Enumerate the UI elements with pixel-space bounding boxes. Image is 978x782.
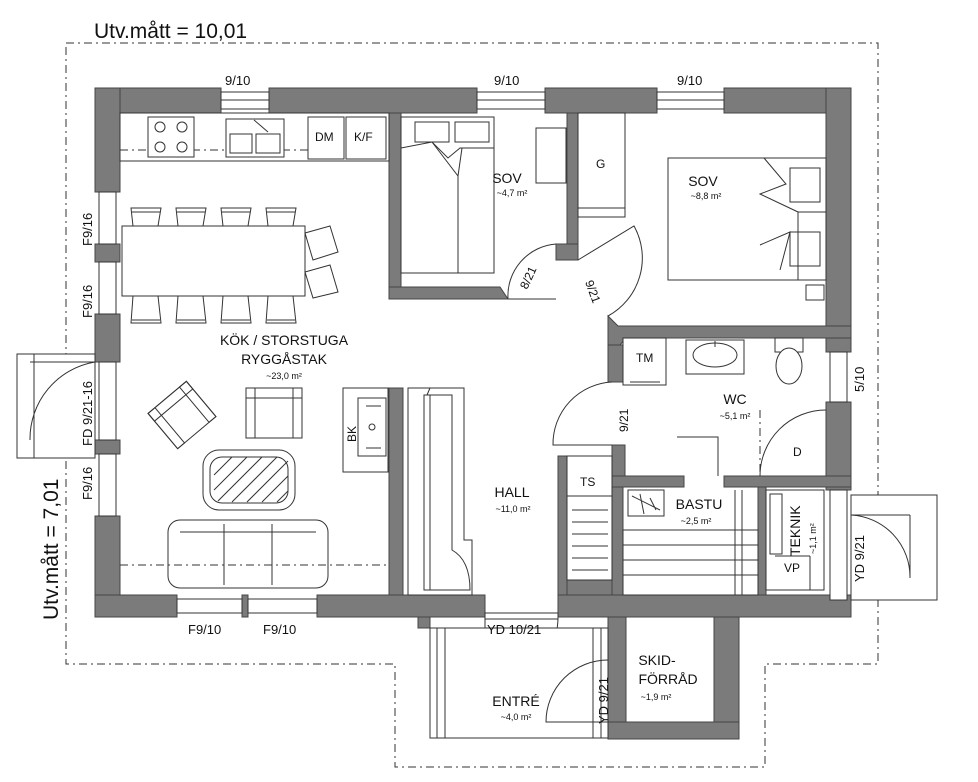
- bedroom-small-name: SOV: [492, 170, 522, 186]
- entrance-name: ENTRÉ: [492, 693, 539, 709]
- entrance-area: ~4,0 m²: [501, 712, 532, 722]
- shower-label: D: [793, 445, 802, 459]
- fridge-label: K/F: [354, 130, 373, 144]
- sauna-name: BASTU: [676, 496, 723, 512]
- exterior-walls: [94, 87, 852, 740]
- entrance: [429, 612, 609, 739]
- window-labels: 9/10 9/10 9/10 F9/16 F9/16 F9/16 F9/10 F…: [80, 73, 867, 637]
- window-label-bottom-left: F9/10: [188, 622, 221, 637]
- heat-pump-label: VP: [784, 561, 800, 575]
- living-furniture: [120, 380, 389, 589]
- window-label-top-middle: 9/10: [494, 73, 519, 88]
- window-label-left-lower: F9/16: [80, 467, 95, 500]
- wardrobe-label: G: [596, 157, 605, 171]
- bed-large: [577, 112, 827, 301]
- door-label-bedroom-small: 8/21: [517, 264, 540, 291]
- wc-name: WC: [723, 391, 746, 407]
- fixture-labels: DM K/F G TM D TS BK VP: [315, 130, 802, 575]
- sauna-benches: [622, 489, 759, 596]
- coffee-table: [202, 449, 296, 511]
- door-label-ski-storage: YD 9/21: [596, 677, 611, 724]
- kitchen-counter: [119, 112, 390, 162]
- kitchen-name-line2: RYGGÅSTAK: [241, 351, 328, 367]
- window-label-top-right: 9/10: [677, 73, 702, 88]
- toilet-icon: [774, 337, 804, 385]
- fireplace-label: BK: [345, 426, 359, 442]
- stove-icon: [147, 116, 195, 158]
- dishwasher-label: DM: [315, 130, 334, 144]
- door-label-technical: YD 9/21: [852, 535, 867, 582]
- sauna-area: ~2,5 m²: [681, 516, 712, 526]
- kitchen-name-line1: KÖK / STORSTUGA: [220, 331, 349, 348]
- outline-dashed: [65, 42, 879, 768]
- door-label-front: YD 10/21: [487, 622, 541, 637]
- technical-name: TEKNIK: [787, 505, 803, 556]
- bedroom-large-name: SOV: [688, 173, 718, 189]
- door-label-bedroom-large: 9/21: [582, 278, 603, 305]
- door-label-patio: FD 9/21-16: [80, 381, 95, 446]
- dining-set: [121, 207, 339, 324]
- dimension-labels: Utv.mått = 10,01 Utv.mått = 7,01: [40, 20, 247, 620]
- sink-icon: [225, 118, 285, 158]
- width-dimension-label: Utv.mått = 10,01: [94, 20, 247, 43]
- bedroom-small-area: ~4,7 m²: [497, 188, 528, 198]
- armchair-icon: [245, 387, 303, 439]
- room-labels: KÖK / STORSTUGA RYGGÅSTAK ~23,0 m² SOV ~…: [220, 170, 818, 722]
- towel-label: TM: [636, 351, 653, 365]
- patio-door: [16, 353, 117, 459]
- bed-small: [400, 116, 567, 274]
- door-label-wc: 9/21: [617, 408, 631, 432]
- window-label-top-left: 9/10: [225, 73, 250, 88]
- bedroom-large-area: ~8,8 m²: [691, 191, 722, 201]
- chair-icon: [130, 207, 339, 324]
- wc-fixtures: [622, 337, 804, 386]
- sofa-icon: [167, 519, 329, 589]
- windows: [98, 91, 848, 614]
- hall-name: HALL: [494, 484, 529, 500]
- wc-area: ~5,1 m²: [720, 411, 751, 421]
- door-swings: [484, 225, 827, 691]
- ski-storage-area: ~1,9 m²: [641, 692, 672, 702]
- hall-area: ~11,0 m²: [495, 504, 530, 514]
- washbasin-icon: [685, 339, 745, 375]
- technical-room: [765, 489, 938, 601]
- armchair-icon: [147, 380, 217, 450]
- ski-storage-name-line1: SKID-: [638, 652, 676, 668]
- hall-wardrobe-label: TS: [580, 475, 595, 489]
- technical-area: ~1,1 m²: [808, 523, 818, 554]
- ski-storage-name-line2: FÖRRÅD: [638, 670, 697, 687]
- hall-furniture: [407, 387, 613, 596]
- window-label-bottom-right: F9/10: [263, 622, 296, 637]
- fireplace-icon: [342, 387, 389, 473]
- window-label-wc: 5/10: [852, 367, 867, 392]
- kitchen-area: ~23,0 m²: [266, 371, 302, 381]
- window-label-left-upper: F9/16: [80, 213, 95, 246]
- height-dimension-label: Utv.mått = 7,01: [40, 479, 63, 620]
- window-label-left-middle: F9/16: [80, 285, 95, 318]
